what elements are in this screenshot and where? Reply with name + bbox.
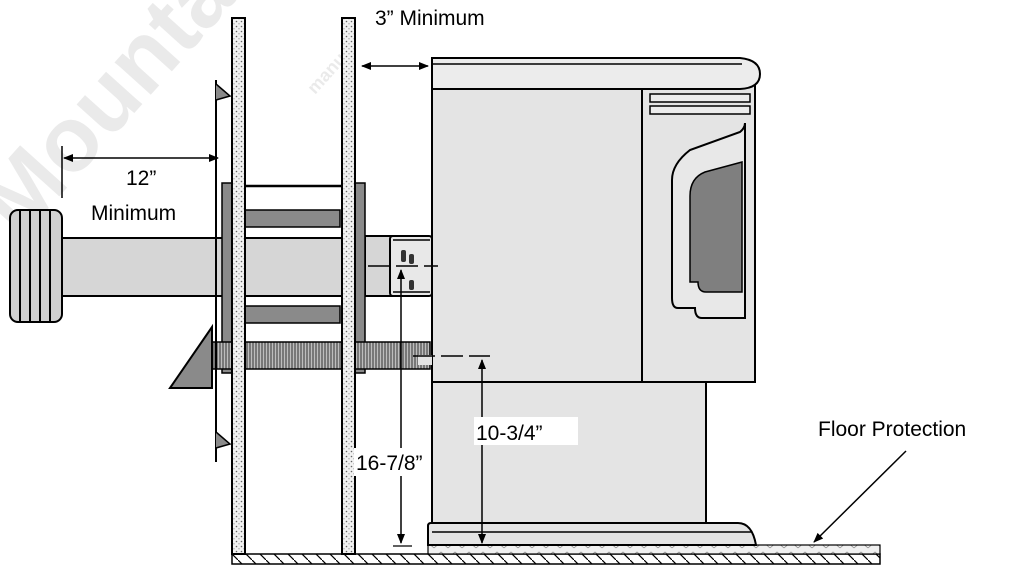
exhaust-pipe xyxy=(61,237,381,297)
floor-protection-leader xyxy=(813,450,907,543)
height-air-label-bg xyxy=(474,417,578,445)
outer-wall xyxy=(231,17,246,555)
clearance-left-label-line2: Minimum xyxy=(91,202,176,225)
pellet-stove xyxy=(418,57,762,546)
air-intake-hood xyxy=(168,323,213,389)
height-air-label: 10-3/4” xyxy=(476,422,543,445)
clearance-left-label-line1: 12” xyxy=(126,167,156,190)
floor-protection-pad xyxy=(427,544,881,555)
clearance-top-label: 3” Minimum xyxy=(375,7,485,30)
exterior-siding xyxy=(215,80,232,462)
floor-protection-label: Floor Protection xyxy=(818,418,966,441)
height-pipe-label-bg xyxy=(354,448,428,476)
inner-wall xyxy=(341,17,356,555)
floor xyxy=(231,553,881,565)
vent-termination-cap xyxy=(9,209,63,323)
height-pipe-label: 16-7/8” xyxy=(356,452,423,475)
